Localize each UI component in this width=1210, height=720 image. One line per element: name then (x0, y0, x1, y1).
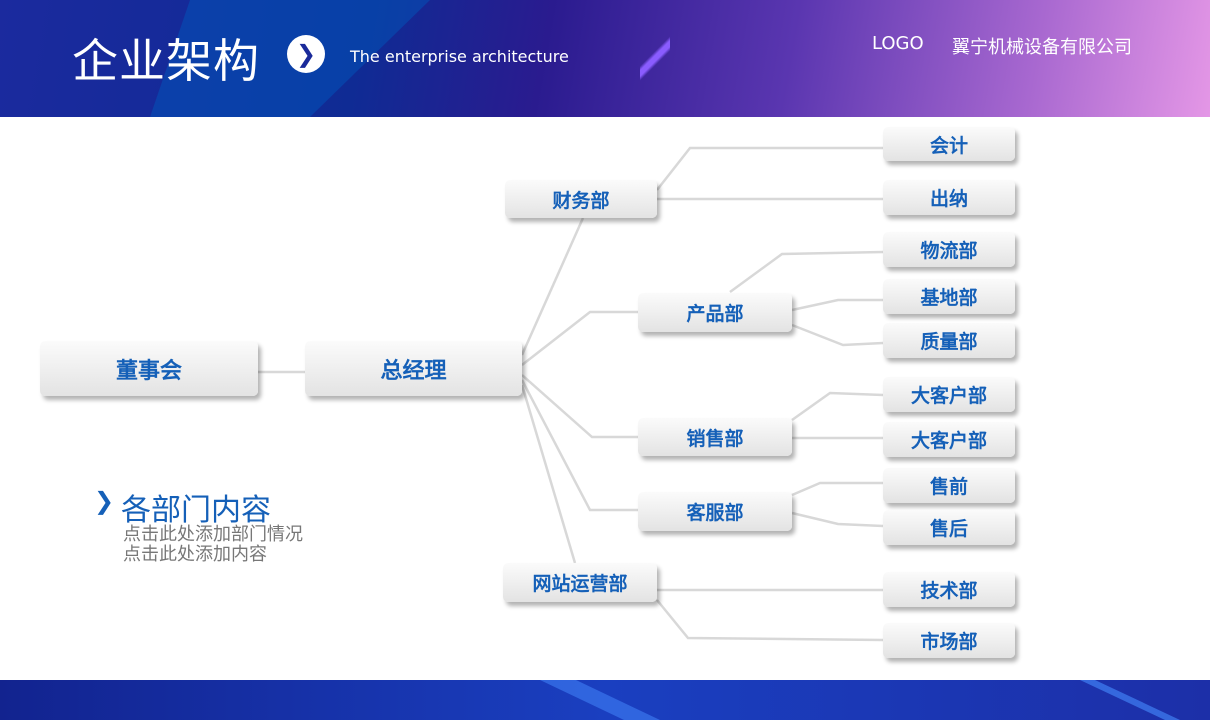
node-unit[interactable]: 质量部 (883, 323, 1015, 358)
company-name: 翼宁机械设备有限公司 (952, 37, 1132, 58)
chevron-right-icon: ❯ (94, 487, 115, 515)
page-subtitle: The enterprise architecture (350, 47, 569, 66)
node-unit[interactable]: 基地部 (883, 279, 1015, 314)
node-department[interactable]: 销售部 (638, 418, 792, 456)
node-general-manager[interactable]: 总经理 (305, 341, 522, 396)
page-title: 企业架构 (72, 34, 260, 88)
node-unit[interactable]: 售前 (883, 468, 1015, 503)
node-department[interactable]: 产品部 (638, 293, 792, 332)
node-unit[interactable]: 市场部 (883, 623, 1015, 658)
node-unit[interactable]: 会计 (883, 127, 1015, 161)
node-department[interactable]: 网站运营部 (503, 563, 657, 602)
section-text[interactable]: 点击此处添加内容 (123, 544, 267, 565)
node-unit[interactable]: 售后 (883, 510, 1015, 545)
node-unit[interactable]: 大客户部 (883, 422, 1015, 457)
node-department[interactable]: 财务部 (505, 180, 657, 218)
logo: LOGO (872, 33, 924, 54)
node-unit[interactable]: 物流部 (883, 232, 1015, 267)
section-title: 各部门内容 (121, 493, 271, 528)
node-unit[interactable]: 大客户部 (883, 377, 1015, 412)
chevron-right-icon[interactable]: ❯ (287, 35, 325, 73)
header-banner: 企业架构 ❯ The enterprise architecture LOGO … (0, 0, 1210, 117)
node-board[interactable]: 董事会 (40, 341, 258, 396)
node-unit[interactable]: 技术部 (883, 572, 1015, 607)
footer-banner (0, 680, 1210, 720)
decor-stripe (1080, 680, 1180, 720)
node-department[interactable]: 客服部 (638, 492, 792, 531)
node-unit[interactable]: 出纳 (883, 180, 1015, 215)
decor-stripe (640, 0, 670, 117)
decor-stripe (540, 680, 660, 720)
section-text[interactable]: 点击此处添加部门情况 (123, 524, 303, 545)
